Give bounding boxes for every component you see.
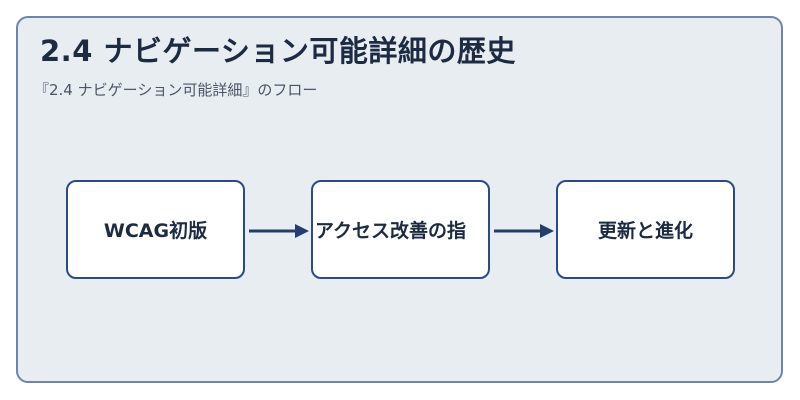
flow-node-label: 更新と進化 — [597, 220, 693, 242]
flow-node-wcag-first-edition: WCAG初版 — [66, 180, 245, 279]
flow-node-label: アクセス改善の指 — [315, 220, 467, 242]
page-title: 2.4 ナビゲーション可能詳細の歴史 — [40, 34, 516, 68]
flow-node-update-evolution: 更新と進化 — [556, 180, 735, 279]
flow-node-label: WCAG初版 — [103, 220, 208, 242]
flow-node-accessibility-improvement: アクセス改善の指 — [311, 180, 490, 279]
page-subtitle: 『2.4 ナビゲーション可能詳細』のフロー — [34, 81, 318, 99]
